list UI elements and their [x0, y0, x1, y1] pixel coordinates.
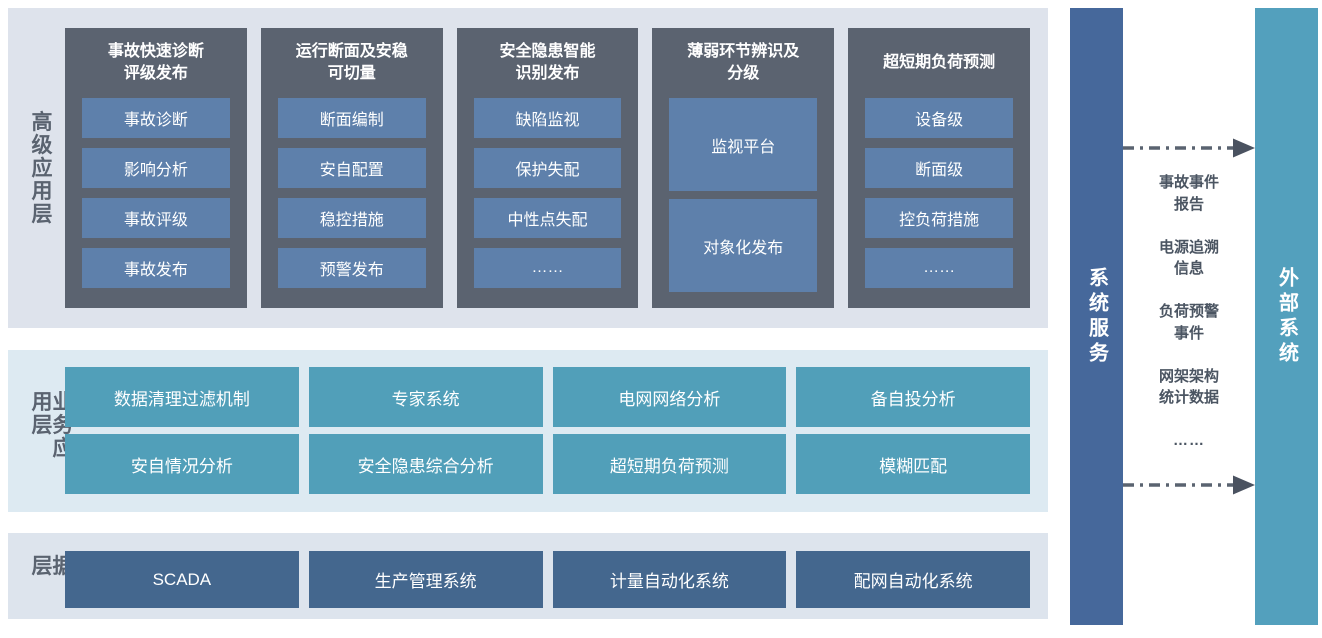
- group-title: 事故快速诊断 评级发布: [107, 43, 204, 82]
- business-item: 数据清理过滤机制: [65, 367, 299, 427]
- business-item: 备自投分析: [796, 367, 1030, 427]
- group-hidden-danger: 安全隐患智能 识别发布 缺陷监视 保护失配 中性点失配 ……: [456, 28, 639, 308]
- group-operation-section: 运行断面及安稳 可切量 断面编制 安自配置 稳控措施 预警发布: [260, 28, 443, 308]
- external-system-label: 外部系统: [1275, 266, 1298, 367]
- business-grid: 数据清理过滤机制 专家系统 电网网络分析 备自投分析 安自情况分析 安全隐患综合…: [65, 367, 1030, 494]
- group-item: 控负荷措施: [865, 198, 1013, 238]
- group-item: ……: [473, 248, 622, 288]
- group-title: 薄弱环节辨识及 分级: [687, 43, 800, 82]
- flow-arrow-right-icon: [1123, 475, 1255, 495]
- group-weak-link: 薄弱环节辨识及 分级 监视平台 对象化发布: [652, 28, 835, 308]
- group-item: 断面级: [865, 148, 1013, 188]
- business-item: 专家系统: [308, 367, 543, 427]
- exchange-ellipsis: ……: [1173, 432, 1205, 449]
- layer-label-advanced: 高级应用层: [29, 110, 52, 226]
- exchange-item: 负荷预警 事件: [1158, 303, 1219, 342]
- group-item: 预警发布: [277, 248, 426, 288]
- group-item: 缺陷监视: [473, 98, 622, 138]
- group-item: 设备级: [865, 98, 1013, 138]
- external-system-bar: 外部系统: [1255, 8, 1318, 625]
- exchange-item: 电源追溯 信息: [1158, 238, 1219, 278]
- flow-arrow-right-icon: [1123, 138, 1255, 158]
- data-item: 生产管理系统: [308, 551, 543, 608]
- advanced-groups: 事故快速诊断 评级发布 事故诊断 影响分析 事故评级 事故发布 运行断面及安稳 …: [65, 28, 1030, 308]
- group-item: 影响分析: [82, 148, 230, 188]
- group-item: 事故发布: [82, 248, 230, 288]
- group-item: 保护失配: [473, 148, 622, 188]
- business-item: 安全隐患综合分析: [308, 434, 543, 494]
- group-item: 对象化发布: [669, 199, 818, 292]
- data-item: 配网自动化系统: [796, 551, 1030, 608]
- group-item: 断面编制: [277, 98, 426, 138]
- layer-band-data: 数据层 SCADA 生产管理系统 计量自动化系统 配网自动化系统: [8, 533, 1048, 619]
- layer-band-advanced: 高级应用层 事故快速诊断 评级发布 事故诊断 影响分析 事故评级 事故发布 运行…: [8, 8, 1048, 328]
- layer-band-business: 业务应用层 数据清理过滤机制 专家系统 电网网络分析 备自投分析 安自情况分析 …: [8, 350, 1048, 512]
- group-item: 事故评级: [82, 198, 230, 238]
- group-item: 中性点失配: [473, 198, 622, 238]
- group-item: 事故诊断: [82, 98, 230, 138]
- group-item: ……: [865, 248, 1013, 288]
- data-item: SCADA: [65, 551, 299, 608]
- group-accident-diagnosis: 事故快速诊断 评级发布 事故诊断 影响分析 事故评级 事故发布: [65, 28, 247, 308]
- data-item: 计量自动化系统: [552, 551, 787, 608]
- group-item: 安自配置: [277, 148, 426, 188]
- group-item: 稳控措施: [277, 198, 426, 238]
- system-service-label: 系统服务: [1085, 266, 1108, 367]
- group-title: 超短期负荷预测: [883, 54, 996, 72]
- business-item: 模糊匹配: [796, 434, 1030, 494]
- exchange-item: 网架架构 统计数据: [1158, 367, 1219, 407]
- business-item: 电网网络分析: [552, 367, 787, 427]
- business-item: 安自情况分析: [65, 434, 299, 494]
- data-grid: SCADA 生产管理系统 计量自动化系统 配网自动化系统: [65, 551, 1030, 608]
- group-load-forecast: 超短期负荷预测 设备级 断面级 控负荷措施 ……: [848, 28, 1030, 308]
- business-item: 超短期负荷预测: [552, 434, 787, 494]
- group-title: 运行断面及安稳 可切量: [295, 43, 408, 82]
- exchange-list: 事故事件 报告 电源追溯 信息 负荷预警 事件 网架架构 统计数据 ……: [1123, 172, 1255, 452]
- exchange-item: 事故事件 报告: [1158, 174, 1219, 213]
- system-service-bar: 系统服务: [1070, 8, 1123, 625]
- group-item: 监视平台: [669, 98, 818, 191]
- group-title: 安全隐患智能 识别发布: [499, 43, 596, 82]
